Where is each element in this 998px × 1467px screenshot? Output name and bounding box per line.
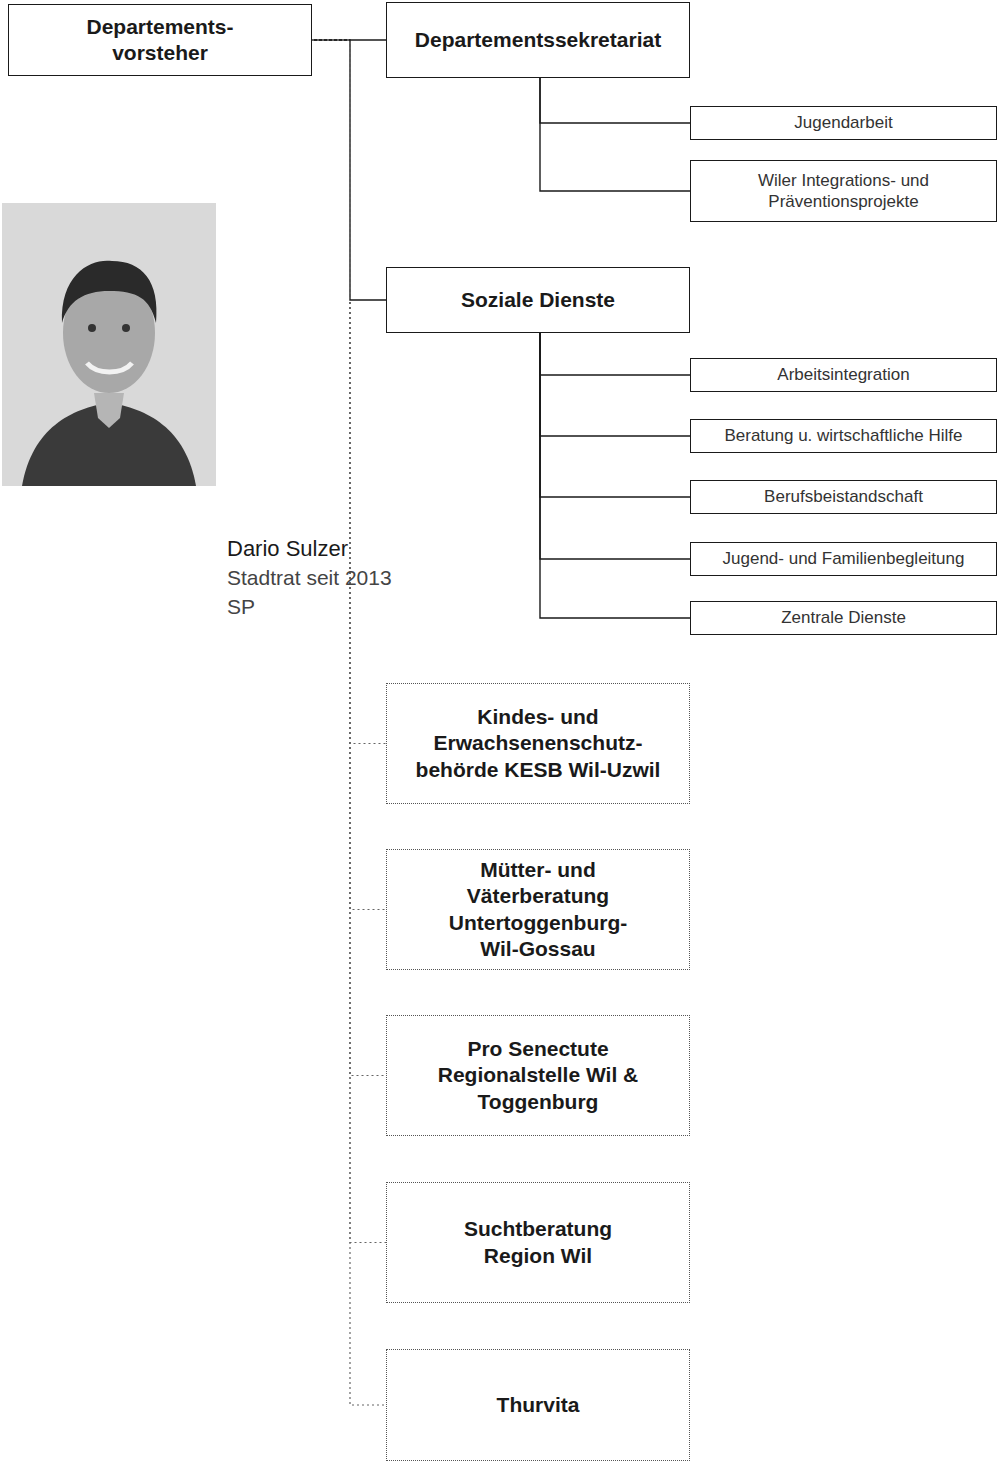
- box-text: Kindes- und Erwachsenenschutz- behörde K…: [407, 704, 669, 783]
- unit-box: Jugendarbeit: [690, 106, 997, 140]
- box-text: Berufsbeistandschaft: [764, 486, 923, 507]
- external-box: Pro Senectute Regionalstelle Wil & Togge…: [386, 1015, 690, 1136]
- unit-box: Jugend- und Familienbegleitung: [690, 542, 997, 576]
- external-box: Kindes- und Erwachsenenschutz- behörde K…: [386, 683, 690, 804]
- head-box: Departements- vorsteher: [8, 4, 312, 76]
- secretariat-box: Departementssekretariat: [386, 2, 690, 78]
- connector-line: [540, 333, 690, 618]
- party-label: SP: [227, 595, 255, 619]
- dotted-connector: [312, 40, 386, 1405]
- connector-line: [540, 333, 690, 436]
- connector-line: [540, 333, 690, 497]
- box-text: Departementssekretariat: [415, 27, 661, 53]
- unit-box: Zentrale Dienste: [690, 601, 997, 635]
- box-text: Suchtberatung Region Wil: [448, 1216, 628, 1269]
- external-box: Mütter- und Väterberatung Untertoggenbur…: [386, 849, 690, 970]
- dotted-connector: [312, 40, 386, 1243]
- box-text: Soziale Dienste: [461, 287, 615, 313]
- external-box: Thurvita: [386, 1349, 690, 1461]
- connector-line: [540, 333, 690, 375]
- box-text: Jugendarbeit: [794, 112, 892, 133]
- box-text: Zentrale Dienste: [781, 607, 906, 628]
- unit-box: Berufsbeistandschaft: [690, 480, 997, 514]
- box-text: Thurvita: [497, 1392, 580, 1418]
- external-box: Suchtberatung Region Wil: [386, 1182, 690, 1303]
- connector-line: [312, 40, 386, 300]
- box-text: Mütter- und Väterberatung Untertoggenbur…: [432, 857, 644, 962]
- unit-box: Arbeitsintegration: [690, 358, 997, 392]
- box-text: Jugend- und Familienbegleitung: [723, 548, 965, 569]
- unit-box: Wiler Integrations- und Präventionsproje…: [690, 160, 997, 222]
- box-text: Pro Senectute Regionalstelle Wil & Togge…: [430, 1036, 646, 1115]
- portrait-photo: [2, 203, 216, 486]
- dotted-connector: [312, 40, 386, 744]
- connector-line: [540, 78, 690, 123]
- unit-box: Beratung u. wirtschaftliche Hilfe: [690, 419, 997, 453]
- box-text: Beratung u. wirtschaftliche Hilfe: [724, 425, 962, 446]
- dotted-connector: [312, 40, 386, 910]
- person-role: Stadtrat seit 2013: [227, 566, 392, 590]
- box-text: Arbeitsintegration: [777, 364, 909, 385]
- connector-line: [540, 333, 690, 559]
- box-text: Wiler Integrations- und Präventionsproje…: [714, 170, 974, 213]
- box-text: Departements- vorsteher: [70, 14, 250, 67]
- connector-line: [540, 78, 690, 191]
- person-name: Dario Sulzer: [227, 536, 348, 562]
- department-box: Soziale Dienste: [386, 267, 690, 333]
